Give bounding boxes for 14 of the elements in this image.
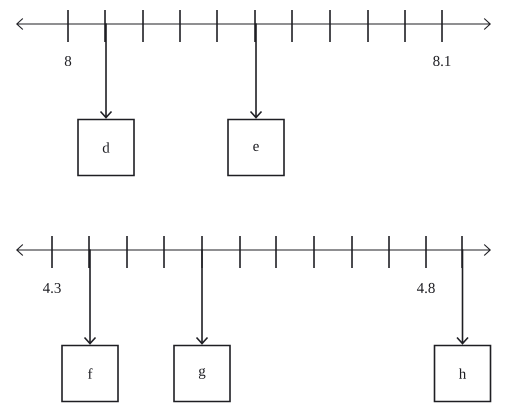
arrow [196, 249, 208, 345]
tick-label: 8.1 [433, 56, 450, 66]
arrow [84, 249, 96, 345]
answer-box: e [227, 118, 285, 176]
answer-box: h [434, 344, 492, 402]
arrow [250, 23, 262, 119]
tick-label: 4.3 [42, 282, 61, 294]
arrow [456, 249, 469, 345]
tick-label: 8 [64, 56, 72, 66]
answer-box: g [173, 344, 231, 402]
answer-box: f [61, 344, 119, 402]
answer-box: d [77, 118, 135, 176]
tick-label: 4.8 [416, 282, 435, 294]
arrow [100, 23, 112, 119]
